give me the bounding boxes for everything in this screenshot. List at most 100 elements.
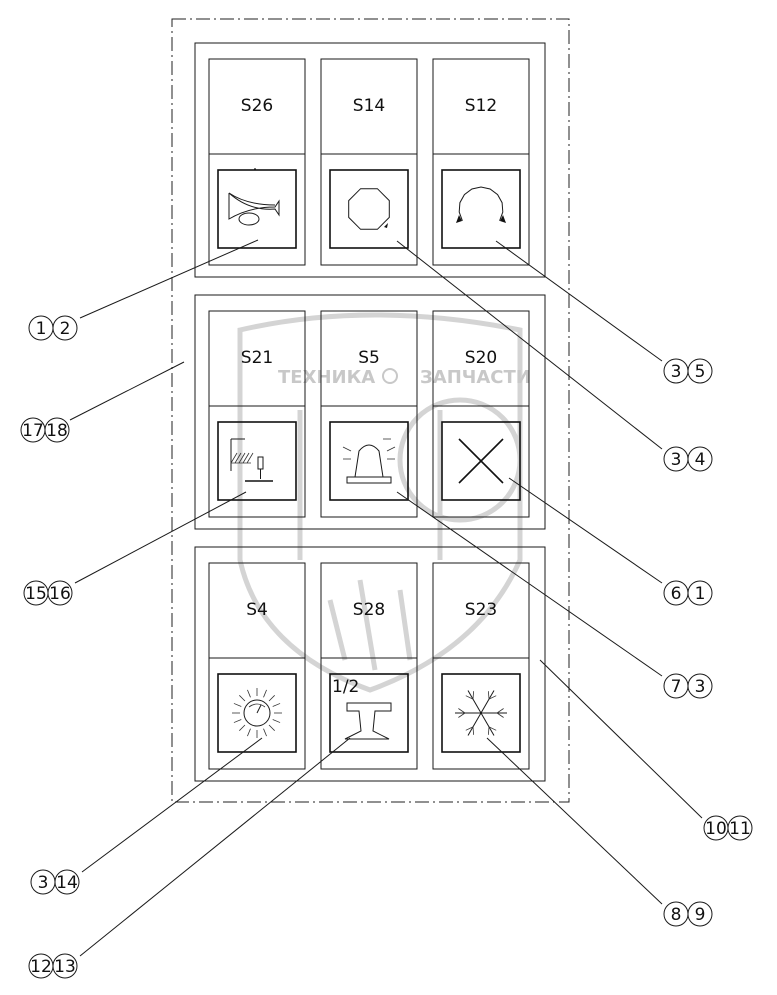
watermark-text-left: ТЕХНИКА bbox=[278, 367, 375, 388]
horn-icon bbox=[228, 168, 280, 226]
callout-number: 4 bbox=[695, 450, 706, 470]
callout-number: 18 bbox=[46, 421, 68, 441]
switch-icon-box bbox=[320, 657, 418, 770]
switch-s28: S28 1/2 bbox=[320, 562, 418, 770]
callout-number: 2 bbox=[60, 319, 71, 339]
switch-icon-box bbox=[208, 405, 306, 518]
switch-sublabel: 1/2 bbox=[332, 677, 359, 697]
callout-number: 1 bbox=[695, 584, 706, 604]
callout-number: 16 bbox=[49, 584, 71, 604]
work-light-icon bbox=[232, 688, 282, 738]
leader-line bbox=[81, 737, 263, 873]
panel-frame bbox=[194, 294, 546, 530]
switch-s20: S20 bbox=[432, 310, 530, 518]
switch-label: S21 bbox=[241, 348, 273, 368]
callout-balloon bbox=[687, 580, 713, 606]
callout-balloon bbox=[52, 315, 78, 341]
callout-3-14: 3 14 bbox=[30, 737, 263, 895]
callout-balloon bbox=[44, 417, 70, 443]
icon-frame bbox=[217, 169, 297, 249]
cross-icon bbox=[458, 438, 504, 484]
callout-number: 14 bbox=[56, 873, 78, 893]
icon-frame bbox=[217, 673, 297, 753]
leader-line bbox=[79, 239, 259, 319]
switch-icon-box bbox=[208, 657, 306, 770]
watermark-text-right: ЗАПЧАСТИ bbox=[420, 367, 531, 388]
switch-panel-middle: S21 S5 S20 bbox=[194, 294, 546, 530]
switch-label: S4 bbox=[246, 600, 268, 620]
switch-icon-box bbox=[432, 657, 530, 770]
switch-icon-box bbox=[432, 405, 530, 518]
leader-line bbox=[69, 361, 185, 421]
icon-frame bbox=[441, 673, 521, 753]
leader-line bbox=[539, 659, 703, 819]
leader-line bbox=[486, 737, 663, 905]
callout-balloon bbox=[727, 815, 753, 841]
gear-icon bbox=[382, 368, 398, 384]
icon-frame bbox=[329, 169, 409, 249]
switch-panel-bottom: S4 S28 1/2 S23 bbox=[194, 546, 546, 782]
assembly-boundary bbox=[171, 18, 570, 803]
callout-balloon bbox=[52, 953, 78, 979]
switch-label: S5 bbox=[358, 348, 380, 368]
callout-number: 8 bbox=[671, 905, 682, 925]
icon-frame bbox=[217, 421, 297, 501]
panel-frame bbox=[194, 546, 546, 782]
leader-line bbox=[79, 737, 351, 957]
callout-number: 3 bbox=[671, 362, 682, 382]
switch-s12: S12 bbox=[432, 58, 530, 266]
snowflake-icon bbox=[455, 690, 507, 736]
switch-icon-box bbox=[432, 153, 530, 266]
callout-number: 3 bbox=[671, 450, 682, 470]
callout-number: 11 bbox=[729, 819, 751, 839]
callout-number: 1 bbox=[36, 319, 47, 339]
switch-s26: S26 bbox=[208, 58, 306, 266]
beacon-light-icon bbox=[342, 438, 396, 484]
panel-frame bbox=[194, 42, 546, 278]
switch-s14: S14 bbox=[320, 58, 418, 266]
callout-balloon bbox=[54, 869, 80, 895]
switch-icon-box bbox=[320, 153, 418, 266]
icon-frame bbox=[441, 421, 521, 501]
switch-label: S28 bbox=[353, 600, 385, 620]
callout-number: 3 bbox=[695, 677, 706, 697]
callout-number: 9 bbox=[695, 905, 706, 925]
watermark: ТЕХНИКА ЗАПЧАСТИ bbox=[237, 312, 531, 693]
circular-arrows-icon bbox=[456, 186, 506, 223]
leader-line bbox=[396, 240, 663, 450]
switch-s23: S23 bbox=[432, 562, 530, 770]
callout-balloon bbox=[687, 446, 713, 472]
switch-s21: S21 bbox=[208, 310, 306, 518]
icon-frame bbox=[329, 673, 409, 753]
callout-balloon bbox=[47, 580, 73, 606]
callout-balloon bbox=[687, 901, 713, 927]
level-gauge-icon bbox=[230, 438, 273, 482]
callout-number: 5 bbox=[695, 362, 706, 382]
callout-number: 10 bbox=[705, 819, 727, 839]
callout-number: 12 bbox=[30, 957, 52, 977]
switch-icon-box bbox=[208, 153, 306, 266]
switch-panel-top: S26 S14 S12 bbox=[194, 42, 546, 278]
callout-number: 17 bbox=[22, 421, 44, 441]
switch-s5: S5 bbox=[320, 310, 418, 518]
leader-line bbox=[495, 240, 663, 362]
leader-line bbox=[396, 491, 663, 677]
rail-wheel-icon bbox=[344, 702, 392, 740]
switch-label: S14 bbox=[353, 96, 385, 116]
callout-number: 3 bbox=[38, 873, 49, 893]
icon-frame bbox=[441, 169, 521, 249]
callout-number: 13 bbox=[54, 957, 76, 977]
switch-label: S26 bbox=[241, 96, 273, 116]
octagon-icon bbox=[348, 188, 390, 230]
